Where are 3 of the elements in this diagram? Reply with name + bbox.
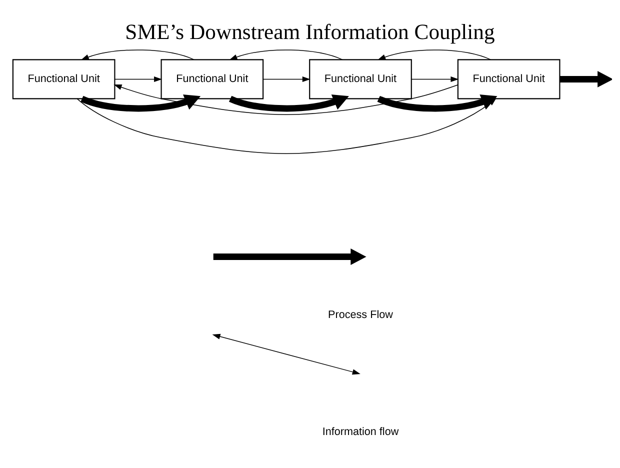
legend-label: Process Flow xyxy=(328,308,393,320)
legend-label: Information flow xyxy=(322,425,399,438)
diagram-title: SME’s Downstream Information Coupling xyxy=(125,19,495,44)
